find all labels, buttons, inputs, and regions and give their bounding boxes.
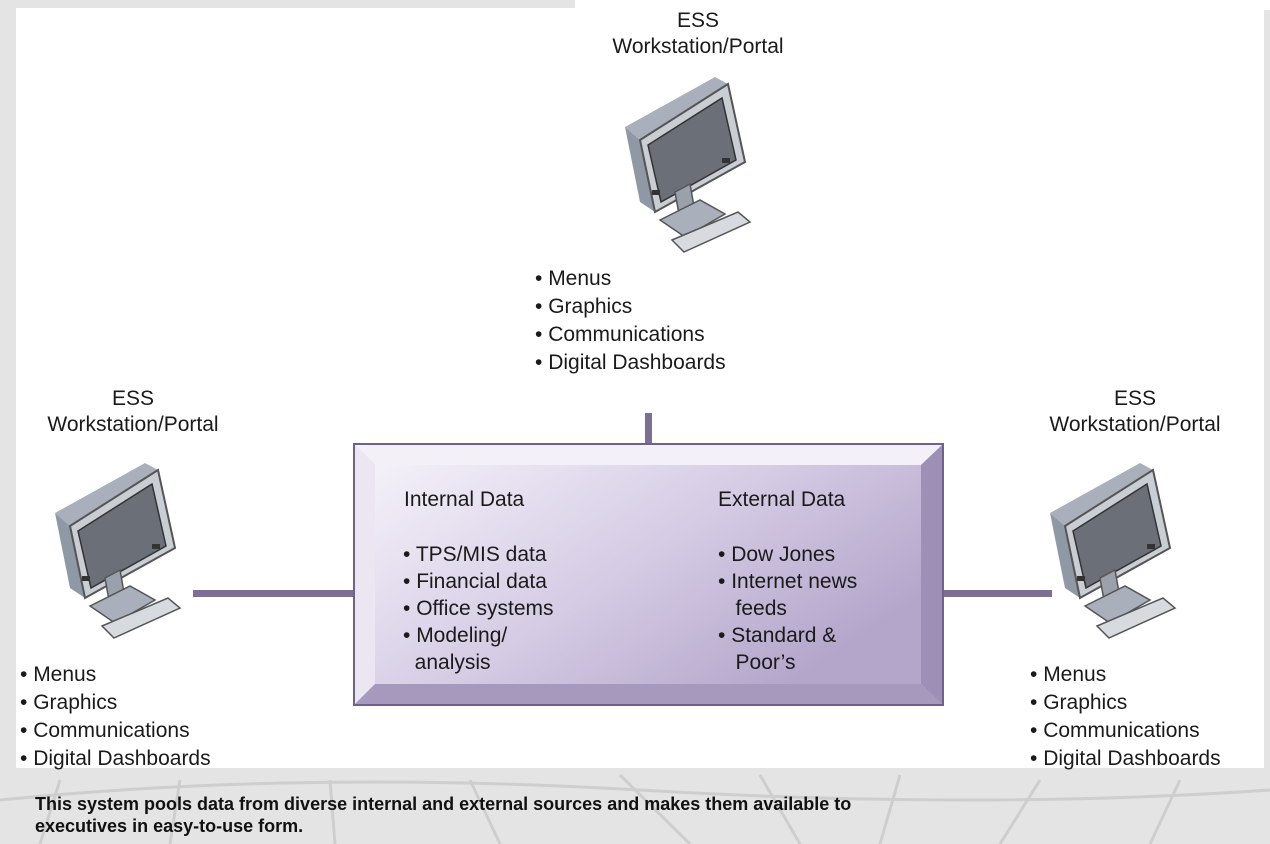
data-sources-box bbox=[353, 443, 944, 706]
feature-item: Communications bbox=[1030, 717, 1221, 745]
workstation-title-line1: ESS bbox=[676, 9, 720, 32]
workstation-title-line1: ESS bbox=[111, 387, 155, 410]
workstation-title-left: ESS Workstation/Portal bbox=[33, 386, 233, 438]
feature-item: Menus bbox=[20, 661, 211, 689]
feature-item: Menus bbox=[535, 265, 726, 293]
internal-data-list: • TPS/MIS data • Financial data • Office… bbox=[403, 541, 554, 676]
internal-data-item: • Financial data bbox=[403, 570, 547, 593]
workstation-title-line1: ESS bbox=[1113, 387, 1157, 410]
external-data-list: • Dow Jones • Internet news feeds • Stan… bbox=[718, 541, 857, 676]
computer-icon-left bbox=[55, 463, 182, 639]
computer-icon-right bbox=[1050, 463, 1177, 639]
feature-list-right: Menus Graphics Communications Digital Da… bbox=[1030, 661, 1221, 773]
connector-top bbox=[645, 413, 652, 445]
external-data-heading: External Data bbox=[718, 488, 846, 511]
workstation-title-top: ESS Workstation/Portal bbox=[598, 8, 798, 60]
feature-list-top: Menus Graphics Communications Digital Da… bbox=[535, 265, 726, 377]
internal-data-heading: Internal Data bbox=[404, 488, 525, 511]
feature-item: Digital Dashboards bbox=[1030, 745, 1220, 773]
feature-item: Graphics bbox=[20, 689, 211, 717]
external-data-item: • Internet news feeds bbox=[718, 570, 858, 620]
feature-item: Communications bbox=[535, 321, 726, 349]
workstation-title-line2: Workstation/Portal bbox=[1049, 413, 1221, 436]
workstation-title-right: ESS Workstation/Portal bbox=[1035, 386, 1235, 438]
feature-item: Menus bbox=[1030, 661, 1221, 689]
connector-left bbox=[193, 590, 355, 597]
external-data-item: • Standard & Poor’s bbox=[718, 624, 837, 674]
top-title-strip bbox=[575, 0, 1270, 10]
figure-caption: This system pools data from diverse inte… bbox=[35, 794, 852, 836]
workstation-title-line2: Workstation/Portal bbox=[612, 35, 784, 58]
feature-item: Communications bbox=[20, 717, 211, 745]
feature-list-left: Menus Graphics Communications Digital Da… bbox=[20, 661, 211, 773]
feature-item: Digital Dashboards bbox=[535, 349, 725, 377]
workstation-title-line2: Workstation/Portal bbox=[47, 413, 219, 436]
external-data-item: • Dow Jones bbox=[718, 543, 836, 566]
connector-right bbox=[944, 590, 1052, 597]
feature-item: Graphics bbox=[1030, 689, 1221, 717]
internal-data-item: • TPS/MIS data bbox=[403, 543, 547, 566]
internal-data-item: • Modeling/ analysis bbox=[403, 624, 508, 674]
computer-icon-top bbox=[625, 77, 752, 253]
internal-data-item: • Office systems bbox=[403, 597, 554, 620]
feature-item: Graphics bbox=[535, 293, 726, 321]
feature-item: Digital Dashboards bbox=[20, 745, 210, 773]
